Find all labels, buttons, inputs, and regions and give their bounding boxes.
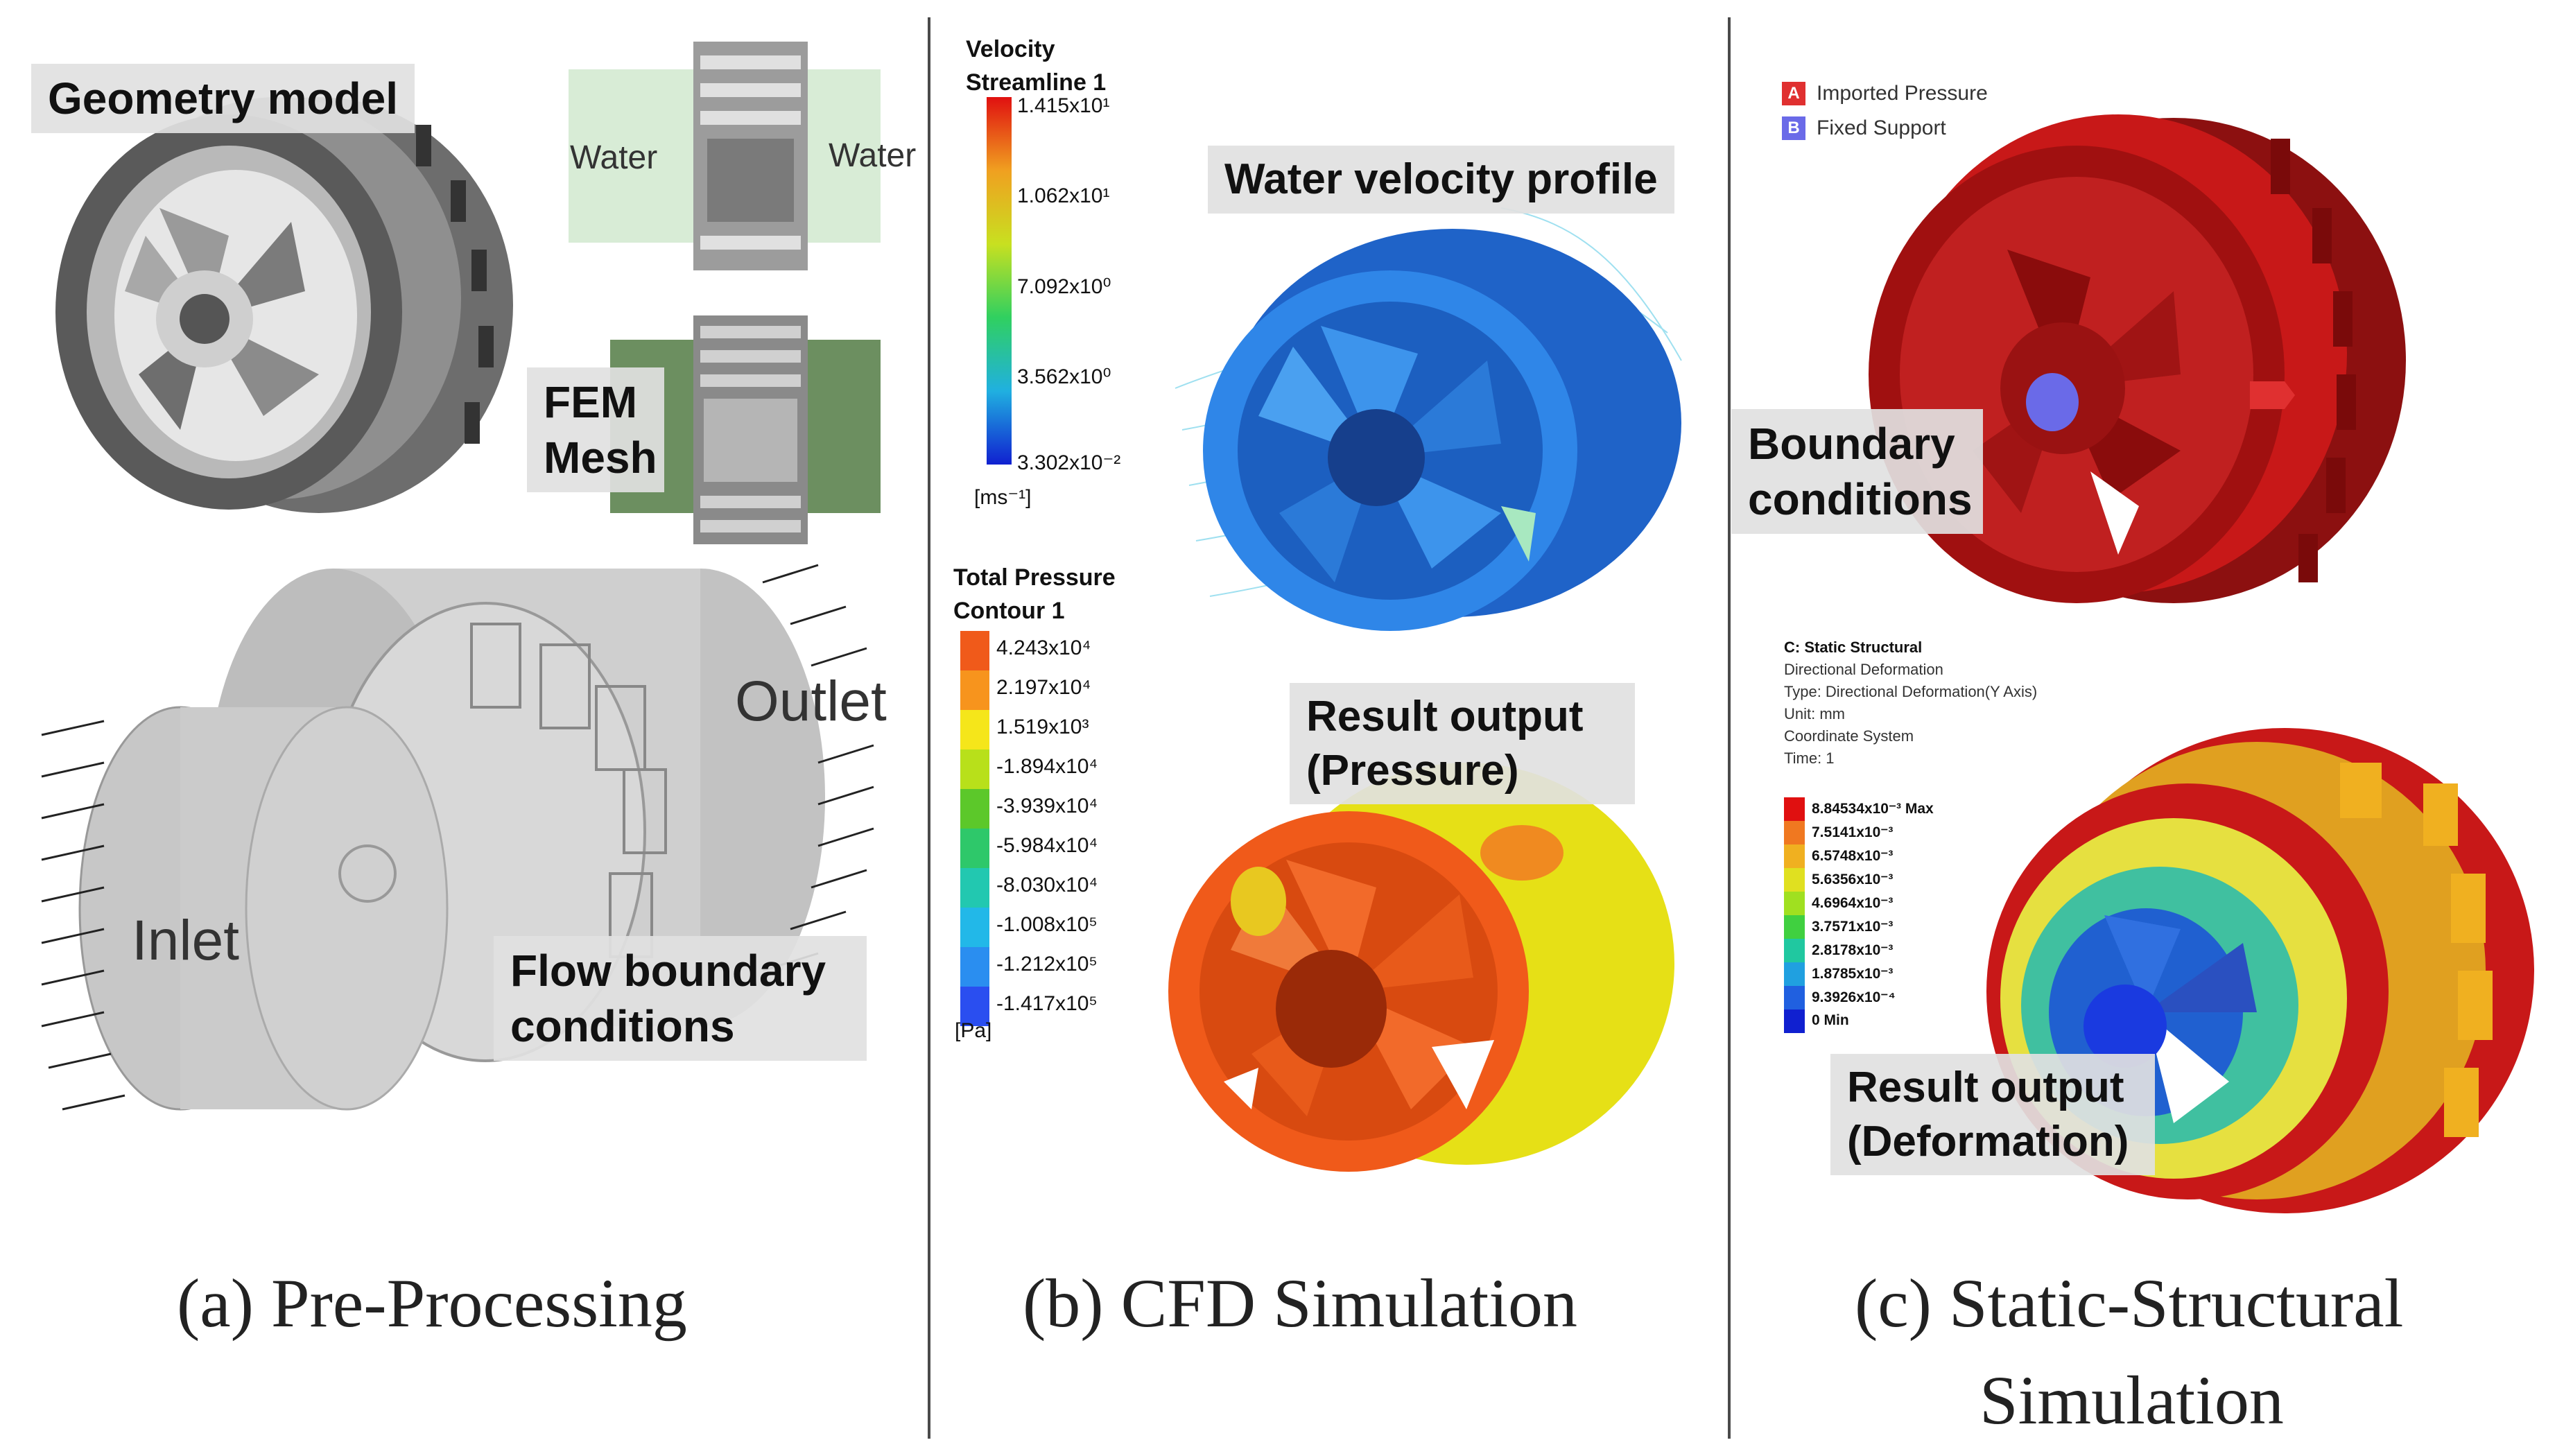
deformation-info-line: Unit: mm <box>1784 705 1845 722</box>
deformation-tick: 9.3926x10⁻⁴ <box>1812 989 1896 1005</box>
boundary-turbine <box>1869 114 2406 603</box>
pressure-tick: -1.212x10⁵ <box>996 953 1098 976</box>
deformation-tick: 3.7571x10⁻³ <box>1812 919 1894 935</box>
water-domain <box>569 42 881 270</box>
pressure-tick: 1.519x10³ <box>996 716 1089 738</box>
pressure-swatch <box>960 710 989 749</box>
pressure-swatch <box>960 631 989 670</box>
pressure-tick: -8.030x10⁴ <box>996 874 1098 896</box>
deformation-swatch <box>1784 939 1805 962</box>
cfd-graphics <box>987 97 1682 1172</box>
water-right-label: Water <box>829 137 917 174</box>
pressure-tick: 4.243x10⁴ <box>996 636 1091 659</box>
bc-marker: A <box>1782 82 1805 105</box>
pre-processing-graphics <box>41 42 881 1111</box>
deformation-swatch <box>1784 962 1805 986</box>
deformation-swatch <box>1784 915 1805 939</box>
caption-c-line1: (c) Static-Structural <box>1855 1265 2404 1342</box>
pressure-tick: -1.008x10⁵ <box>996 913 1098 936</box>
deformation-info-line: Coordinate System <box>1784 727 1914 745</box>
outlet-label: Outlet <box>735 670 887 733</box>
flow-boundary-model <box>41 564 874 1111</box>
bc-label: Fixed Support <box>1817 116 1946 139</box>
pressure-tick: 2.197x10⁴ <box>996 676 1091 699</box>
velocity-turbine <box>1175 207 1682 631</box>
deformation-info-line: Time: 1 <box>1784 749 1835 767</box>
structural-graphics <box>1869 114 2534 1213</box>
pressure-swatch <box>960 987 989 1026</box>
deformation-swatch <box>1784 1009 1805 1033</box>
deformation-swatch <box>1784 986 1805 1009</box>
deformation-tick: 6.5748x10⁻³ <box>1812 848 1894 864</box>
deformation-tick: 0 Min <box>1812 1012 1849 1028</box>
boundary-conditions-label: Boundary conditions <box>1731 409 1983 534</box>
velocity-color-bar <box>987 97 1012 465</box>
pressure-unit: [Pa] <box>955 1019 992 1042</box>
pressure-legend-title: Total Pressure Contour 1 <box>953 564 1116 624</box>
pressure-tick: -3.939x10⁴ <box>996 795 1098 817</box>
pressure-swatch <box>960 749 989 789</box>
pressure-tick: -1.417x10⁵ <box>996 992 1098 1015</box>
velocity-tick: 1.062x10¹ <box>1017 184 1110 207</box>
deformation-tick: 7.5141x10⁻³ <box>1812 824 1894 840</box>
deformation-swatch <box>1784 892 1805 915</box>
pressure-swatch <box>960 789 989 829</box>
panel-cfd-simulation: Velocity Streamline 1 1.415x10¹ 1.062x10… <box>933 0 1726 1456</box>
deformation-swatch <box>1784 844 1805 868</box>
pressure-swatch <box>960 868 989 908</box>
pressure-tick: -5.984x10⁴ <box>996 834 1098 857</box>
bc-label: Imported Pressure <box>1817 82 1988 105</box>
deformation-tick: 2.8178x10⁻³ <box>1812 942 1894 958</box>
panel-pre-processing: Geometry model Water Water FEM Mesh Outl… <box>0 0 929 1456</box>
fem-mesh-label: FEM Mesh <box>527 367 664 492</box>
inlet-label: Inlet <box>132 909 239 972</box>
deformation-info-line: Type: Directional Deformation(Y Axis) <box>1784 683 2038 700</box>
deformation-swatch <box>1784 821 1805 844</box>
pressure-swatch <box>960 829 989 868</box>
velocity-legend-title: Velocity Streamline 1 <box>966 36 1107 96</box>
geometry-model-turbine <box>55 97 513 513</box>
deformation-info-line: Directional Deformation <box>1784 661 1943 678</box>
pressure-tick: -1.894x10⁴ <box>996 755 1098 778</box>
caption-a: (a) Pre-Processing <box>177 1265 687 1342</box>
deformation-tick: 1.8785x10⁻³ <box>1812 966 1894 982</box>
pressure-turbine <box>1168 763 1674 1172</box>
flow-boundary-label: Flow boundary conditions <box>494 936 867 1061</box>
deformation-tick: 5.6356x10⁻³ <box>1812 872 1894 887</box>
divider-left <box>928 17 930 1439</box>
velocity-tick: 3.302x10⁻² <box>1017 451 1121 474</box>
velocity-tick: 3.562x10⁰ <box>1017 365 1111 388</box>
velocity-unit: [ms⁻¹] <box>974 486 1032 509</box>
result-output-deformation-label: Result output (Deformation) <box>1830 1054 2155 1175</box>
pressure-swatch <box>960 908 989 947</box>
water-velocity-profile-label: Water velocity profile <box>1208 146 1674 214</box>
caption-b: (b) CFD Simulation <box>1023 1265 1578 1342</box>
pressure-swatch <box>960 947 989 987</box>
deformation-info-title: C: Static Structural <box>1784 639 1923 656</box>
caption-c-line2: Simulation <box>1979 1362 2284 1439</box>
geometry-model-label: Geometry model <box>31 64 415 133</box>
deformation-swatch <box>1784 797 1805 821</box>
bc-marker: B <box>1782 116 1805 140</box>
velocity-tick: 1.415x10¹ <box>1017 94 1110 117</box>
deformation-swatch <box>1784 868 1805 892</box>
deformation-tick: 4.6964x10⁻³ <box>1812 895 1894 911</box>
deformation-tick: 8.84534x10⁻³ Max <box>1812 801 1934 817</box>
water-left-label: Water <box>570 139 658 176</box>
pressure-swatch <box>960 670 989 710</box>
result-output-pressure-label: Result output (Pressure) <box>1290 683 1635 804</box>
divider-right <box>1728 17 1731 1439</box>
velocity-tick: 7.092x10⁰ <box>1017 275 1111 298</box>
